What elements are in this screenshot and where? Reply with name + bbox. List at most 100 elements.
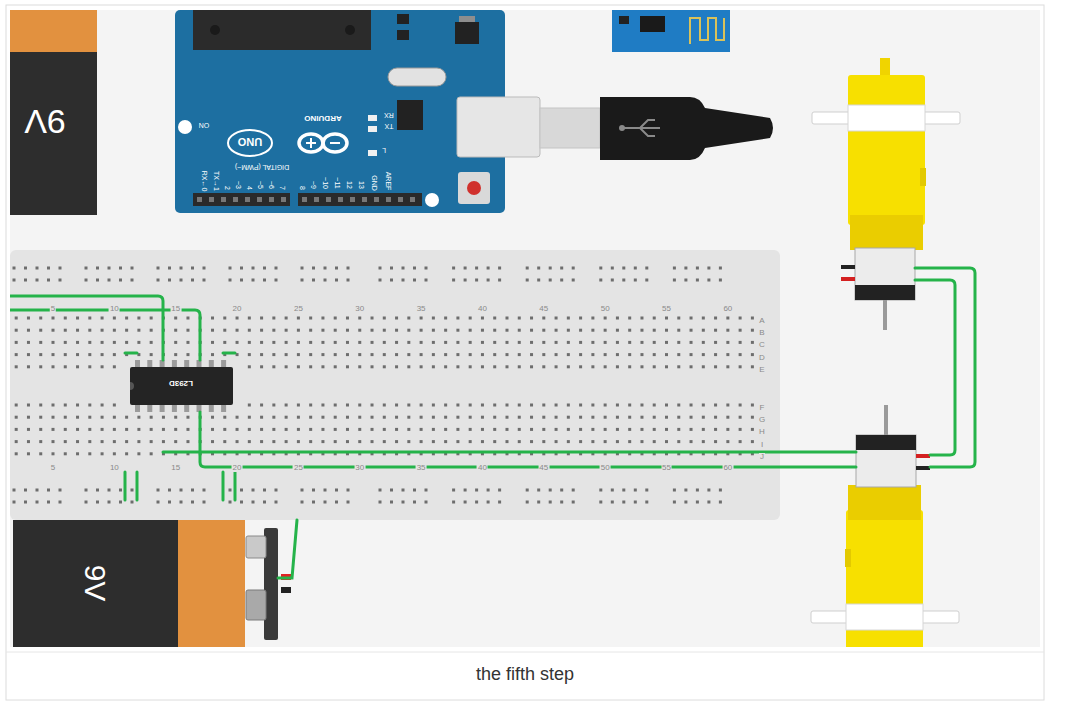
breadboard-holes — [407, 416, 410, 419]
breadboard-holes — [542, 317, 545, 320]
breadboard-holes — [39, 404, 42, 407]
breadboard-holes — [739, 353, 742, 356]
jumper-wire — [10, 268, 975, 500]
breadboard-holes — [379, 279, 382, 282]
board-label: 7 — [279, 186, 286, 190]
breadboard-holes — [567, 416, 570, 419]
breadboard-holes — [285, 329, 288, 332]
breadboard-holes — [150, 452, 153, 455]
breadboard-holes — [432, 440, 435, 443]
breadboard-holes — [456, 416, 459, 419]
breadboard-holes — [616, 416, 619, 419]
board-label: ~6 — [266, 181, 282, 189]
breadboard-holes — [88, 353, 91, 356]
arduino-parts — [345, 25, 355, 35]
breadboard-holes — [252, 267, 255, 270]
breadboard-holes — [555, 365, 558, 368]
breadboard-index: 10 — [109, 305, 120, 313]
breadboard-holes — [549, 489, 552, 492]
breadboard-holes — [137, 341, 140, 344]
breadboard-holes — [677, 428, 680, 431]
breadboard-holes — [456, 317, 459, 320]
breadboard-holes — [714, 353, 717, 356]
breadboard-holes — [530, 317, 533, 320]
breadboard-holes — [425, 279, 428, 282]
breadboard-holes — [113, 317, 116, 320]
breadboard-holes — [229, 501, 232, 504]
breadboard-holes — [358, 428, 361, 431]
breadboard-holes — [751, 341, 754, 344]
breadboard-holes — [272, 428, 275, 431]
breadboard-holes — [628, 341, 631, 344]
breadboard-holes — [498, 267, 501, 270]
breadboard-holes — [236, 416, 239, 419]
breadboard-holes — [653, 317, 656, 320]
board-label: 4 — [246, 186, 253, 190]
breadboard-holes — [248, 416, 251, 419]
breadboard-holes — [371, 341, 374, 344]
jumper-wire — [10, 310, 200, 360]
breadboard-holes — [665, 452, 668, 455]
breadboard-holes — [456, 365, 459, 368]
breadboard-holes — [751, 353, 754, 356]
breadboard-holes — [272, 365, 275, 368]
breadboard-holes — [113, 353, 116, 356]
breadboard-holes — [420, 317, 423, 320]
chip-label: L293D — [169, 378, 193, 394]
breadboard-holes — [640, 365, 643, 368]
breadboard-holes — [203, 489, 206, 492]
breadboard-holes — [223, 341, 226, 344]
breadboard-holes — [407, 440, 410, 443]
breadboard-index: 20 — [232, 305, 243, 313]
breadboard-index: 5 — [50, 298, 56, 314]
chip-pins — [209, 360, 214, 367]
board-label: ~9 — [308, 181, 324, 189]
breadboard-index: I — [760, 434, 764, 450]
arduino-parts — [233, 197, 238, 202]
breadboard-holes — [677, 452, 680, 455]
battery-label: 9V — [80, 565, 110, 602]
breadboard-holes — [27, 317, 30, 320]
jumper-wire — [200, 412, 856, 467]
breadboard-index: 45 — [538, 457, 549, 473]
breadboard-holes — [653, 452, 656, 455]
breadboard-holes — [542, 353, 545, 356]
breadboard-holes — [493, 404, 496, 407]
breadboard-holes — [27, 452, 30, 455]
breadboard-holes — [168, 501, 171, 504]
breadboard-holes — [628, 353, 631, 356]
breadboard-holes — [285, 416, 288, 419]
board-label: RX←0 — [199, 170, 215, 191]
breadboard-holes — [186, 416, 189, 419]
breadboard-holes — [236, 329, 239, 332]
breadboard-index: J — [759, 453, 765, 461]
power-wire — [278, 520, 297, 578]
arduino-parts — [302, 197, 307, 202]
board-label: 12 — [346, 181, 353, 189]
breadboard-holes — [719, 279, 722, 282]
arduino-parts — [459, 16, 475, 22]
board-label: AREF — [383, 171, 399, 190]
board-label: AREF — [385, 171, 392, 190]
breadboard-holes — [15, 404, 18, 407]
breadboard-holes — [481, 365, 484, 368]
breadboard-holes — [628, 365, 631, 368]
breadboard-holes — [358, 317, 361, 320]
breadboard-index: 45 — [538, 305, 549, 313]
breadboard-holes — [229, 267, 232, 270]
breadboard-holes — [52, 353, 55, 356]
breadboard-holes — [248, 329, 251, 332]
breadboard-holes — [272, 416, 275, 419]
breadboard-holes — [27, 440, 30, 443]
breadboard-holes — [537, 489, 540, 492]
breadboard: 5101520253035404550556051015202530354045… — [10, 250, 780, 520]
breadboard-holes — [505, 317, 508, 320]
breadboard-holes — [174, 329, 177, 332]
breadboard-holes — [150, 317, 153, 320]
breadboard-holes — [395, 440, 398, 443]
breadboard-holes — [413, 279, 416, 282]
breadboard-holes — [634, 267, 637, 270]
breadboard-holes — [634, 489, 637, 492]
chip-pins — [135, 360, 140, 367]
breadboard-holes — [690, 317, 693, 320]
